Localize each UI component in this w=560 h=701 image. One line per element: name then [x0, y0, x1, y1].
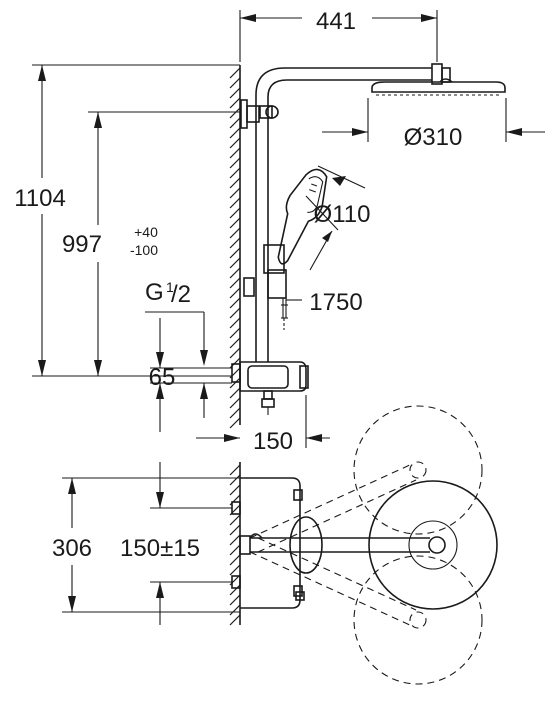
hatch-stroke	[229, 317, 241, 329]
hatch-stroke	[229, 387, 241, 399]
dimension-diameter-110: Ø110	[305, 165, 371, 271]
hatch-stroke	[229, 544, 241, 556]
hatch-stroke	[229, 297, 241, 309]
hatch-stroke	[229, 287, 241, 299]
thread-label: G 1 /2	[145, 279, 208, 366]
hatch-stroke	[229, 564, 241, 576]
bracket-clamp	[246, 105, 260, 123]
label-306: 306	[52, 535, 92, 562]
hatch-stroke	[229, 614, 241, 626]
head-shower-top	[368, 480, 498, 610]
thermostat-body	[231, 361, 309, 415]
hatch-stroke	[229, 417, 241, 429]
wall-lower	[229, 462, 241, 626]
hatch-stroke	[229, 307, 241, 319]
label-thread-numerator: 1	[166, 279, 174, 295]
hatch-stroke	[229, 67, 241, 79]
hatch-stroke	[229, 397, 241, 409]
hatch-stroke	[229, 207, 241, 219]
hatch-stroke	[229, 147, 241, 159]
hatch-stroke	[229, 247, 241, 259]
hatch-stroke	[229, 267, 241, 279]
dimension-150-tolerance: 150±15	[120, 462, 232, 625]
hatch-stroke	[229, 217, 241, 229]
dimension-1750: 1750	[286, 289, 363, 316]
hatch-stroke	[229, 137, 241, 149]
hatch-stroke	[229, 97, 241, 109]
hatch-stroke	[229, 157, 241, 169]
hand-shower	[277, 168, 328, 265]
hatch-stroke	[229, 117, 241, 129]
hatch-stroke	[229, 77, 241, 89]
hatch-stroke	[229, 127, 241, 139]
hatch-stroke	[229, 177, 241, 189]
shower-system-top-view	[231, 405, 498, 685]
hatch-stroke	[229, 474, 241, 486]
label-997: 997	[62, 231, 102, 258]
hatch-stroke	[229, 524, 241, 536]
label-997-lower-tolerance: -100	[130, 242, 158, 258]
head-shower-rotated-down	[353, 555, 483, 685]
label-150-tolerance: 150±15	[120, 535, 200, 562]
dimension-441: 441	[239, 8, 438, 62]
hatch-stroke	[229, 514, 241, 526]
hatch-stroke	[229, 347, 241, 359]
hatch-stroke	[229, 604, 241, 616]
wall-bracket-top	[240, 99, 248, 129]
hatch-stroke	[229, 464, 241, 476]
hatch-stroke	[229, 377, 241, 389]
label-65: 65	[149, 364, 176, 391]
dimension-65: 65	[149, 318, 232, 432]
shower-system-side-view	[231, 63, 506, 415]
label-1750: 1750	[309, 289, 362, 316]
wall-hatching-upper	[229, 67, 241, 429]
hatch-stroke	[229, 337, 241, 349]
hatch-stroke	[229, 327, 241, 339]
wall-hatching-lower	[229, 464, 241, 626]
hatch-stroke	[229, 227, 241, 239]
hatch-stroke	[229, 554, 241, 566]
dimension-150: 150	[196, 395, 330, 455]
dimension-diameter-310: Ø310	[322, 98, 545, 151]
label-150: 150	[253, 428, 293, 455]
label-thread-g: G	[145, 279, 164, 306]
hatch-stroke	[229, 407, 241, 419]
hatch-stroke	[229, 237, 241, 249]
hatch-stroke	[229, 167, 241, 179]
head-shower	[371, 81, 506, 93]
label-thread-denominator: /2	[171, 281, 191, 308]
hatch-stroke	[229, 257, 241, 269]
hatch-stroke	[229, 107, 241, 119]
label-diameter-110: Ø110	[314, 201, 371, 228]
label-1104: 1104	[14, 185, 66, 212]
hatch-stroke	[229, 197, 241, 209]
dimension-1104: 1104	[14, 64, 240, 377]
label-997-upper-tolerance: +40	[134, 224, 158, 240]
hatch-stroke	[229, 484, 241, 496]
label-diameter-310: Ø310	[404, 124, 463, 151]
hatch-stroke	[229, 594, 241, 606]
label-441: 441	[316, 8, 356, 35]
hatch-stroke	[229, 277, 241, 289]
hand-shower-top	[289, 516, 323, 574]
dimension-306: 306	[52, 477, 240, 613]
hatch-stroke	[229, 87, 241, 99]
hatch-stroke	[229, 187, 241, 199]
hatch-stroke	[229, 584, 241, 596]
hatch-stroke	[229, 534, 241, 546]
head-shower-rotated-up	[353, 405, 483, 535]
dimension-997: 997 +40 -100	[62, 111, 240, 376]
